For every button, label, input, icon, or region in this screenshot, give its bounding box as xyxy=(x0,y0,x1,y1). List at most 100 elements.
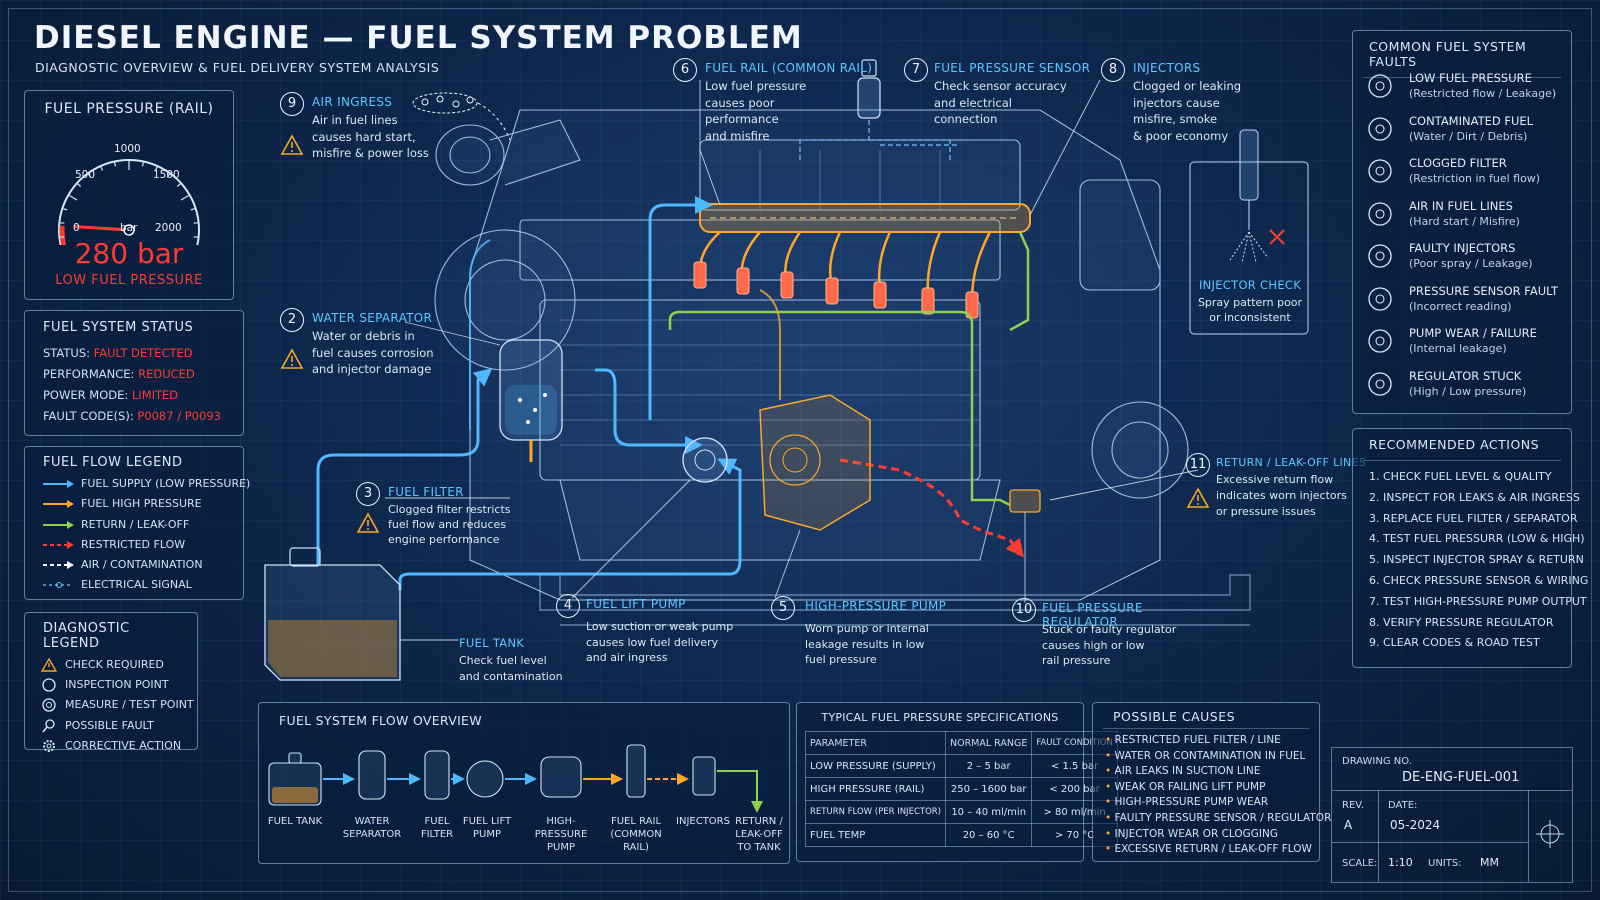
diag-check-required: CHECK REQUIRED xyxy=(25,655,197,675)
specs-table: PARAMETER NORMAL RANGE FAULT CONDITION L… xyxy=(805,731,1118,847)
gauge-needle xyxy=(73,225,131,232)
pump-gear-icon xyxy=(1368,329,1392,353)
gauge-tick xyxy=(59,222,65,224)
diag-measure-point: MEASURE / TEST POINT xyxy=(25,695,197,715)
gauge-tick xyxy=(59,236,65,238)
gauge-tick xyxy=(176,182,182,187)
specs-title: TYPICAL FUEL PRESSURE SPECIFICATIONS xyxy=(821,711,1059,724)
bullet-icon: • xyxy=(1105,780,1115,793)
cause-item: • RESTRICTED FUEL FILTER / LINE xyxy=(1105,734,1281,746)
gauge-tick xyxy=(87,173,92,178)
diag-possible-fault: POSSIBLE FAULT xyxy=(25,716,197,736)
status-row: STATUS: FAULT DETECTED xyxy=(43,346,193,360)
action-item: 7. TEST HIGH-PRESSURE PUMP OUTPUT xyxy=(1369,594,1587,608)
rev-label: REV. xyxy=(1342,800,1364,811)
fault-name: FAULTY INJECTORS xyxy=(1409,241,1516,255)
fault-detail: (High / Low pressure) xyxy=(1409,384,1527,398)
legend-supply: FUEL SUPPLY (LOW PRESSURE) xyxy=(25,474,250,494)
cause-item: • WATER OR CONTAMINATION IN FUEL xyxy=(1105,749,1306,762)
warning-icon xyxy=(41,658,57,672)
fault-codes-value: P0087 / P0093 xyxy=(137,409,221,423)
action-item: 4. TEST FUEL PRESSURR (LOW & HIGH) xyxy=(1369,532,1585,546)
bullet-icon: • xyxy=(1105,734,1115,746)
recommended-actions-panel: RECOMMENDED ACTIONS 1. CHECK FUEL LEVEL … xyxy=(1352,428,1588,668)
gauge-tick xyxy=(154,165,159,171)
high-pressure-line xyxy=(759,289,781,400)
cause-item: • HIGH-PRESSURE PUMP WEAR xyxy=(1105,796,1269,809)
water-separator xyxy=(499,339,563,462)
gauge-tick xyxy=(76,182,82,187)
high-pressure-pump xyxy=(759,394,871,531)
spec-header: PARAMETER xyxy=(805,731,946,755)
callout-number: 9 xyxy=(280,92,304,116)
performance-value: REDUCED xyxy=(138,367,195,381)
fault-name: AIR IN FUEL LINES xyxy=(1409,198,1513,213)
drawing-frame xyxy=(8,8,1592,892)
warning-icon xyxy=(356,512,380,533)
performance-row: PERFORMANCE: REDUCED xyxy=(43,367,195,381)
air-ingress-bubbles xyxy=(412,92,511,141)
action-item: 2. INSPECT FOR LEAKS & AIR INGRESS xyxy=(1369,490,1580,504)
restricted-flow-line xyxy=(839,458,1024,558)
warning-icon xyxy=(1186,487,1210,508)
fault-detail: (Internal leakage) xyxy=(1409,342,1507,355)
drop-gauge-icon xyxy=(1368,74,1392,98)
bullet-icon: • xyxy=(1105,811,1115,824)
injector-icon xyxy=(1368,244,1392,268)
diag-inspection-point: INSPECTION POINT xyxy=(25,675,197,695)
table-row: HIGH PRESSURE (RAIL)250 – 1600 bar< 200 … xyxy=(805,777,1118,801)
common-faults-panel: COMMON FUEL SYSTEM FAULTS LOW FUEL PRESS… xyxy=(1352,30,1572,414)
gauge-tick-label-2000: 2000 xyxy=(155,222,182,234)
fault-name: PRESSURE SENSOR FAULT xyxy=(1409,283,1558,298)
gauge-tick xyxy=(193,222,199,224)
supply-line-separator-filter xyxy=(595,368,703,454)
crosshair-icon xyxy=(1536,820,1564,848)
gauge-tick xyxy=(99,165,104,171)
flow-overview-diagram xyxy=(268,744,763,813)
gauge-tick-label-1500: 1500 xyxy=(153,169,180,181)
warning-icon xyxy=(280,348,304,369)
gauge-panel: FUEL PRESSURE (RAIL) 0 500 1000 1500 200… xyxy=(24,90,234,300)
drawing-no-label: DRAWING NO. xyxy=(1342,756,1412,767)
fuel-lift-pump xyxy=(682,437,728,483)
bullet-icon: • xyxy=(1105,796,1115,809)
fuel-tank xyxy=(264,547,401,681)
fault-detail: (Incorrect reading) xyxy=(1409,299,1512,313)
fuel-rail xyxy=(699,203,1031,233)
gauge-unit: bar xyxy=(120,222,138,234)
possible-causes-panel: POSSIBLE CAUSES • RESTRICTED FUEL FILTER… xyxy=(1092,702,1332,862)
supply-line-tank-liftpump xyxy=(398,458,742,590)
date-value: 05-2024 xyxy=(1390,818,1441,832)
table-row: RETURN FLOW (PER INJECTOR)10 – 40 ml/min… xyxy=(805,800,1118,824)
action-item: 3. REPLACE FUEL FILTER / SEPARATOR xyxy=(1369,511,1578,525)
units-label: UNITS: xyxy=(1428,858,1462,869)
fault-detail: (Water / Dirt / Debris) xyxy=(1409,129,1528,143)
action-item: 8. VERIFY PRESSURE REGULATOR xyxy=(1369,615,1554,629)
return-line-branch xyxy=(1009,231,1030,332)
gauge-value: 280 bar xyxy=(74,237,184,270)
legend-air: AIR / CONTAMINATION xyxy=(25,555,243,575)
fault-detail: (Restricted flow / Leakage) xyxy=(1409,87,1557,100)
cause-item: • FAULTY PRESSURE SENSOR / REGULATOR xyxy=(1105,811,1332,824)
drawing-no-value: DE-ENG-FUEL-001 xyxy=(1402,770,1520,785)
power-mode-row: POWER MODE: LIMITED xyxy=(43,388,179,402)
fault-detail: (Hard start / Misfire) xyxy=(1409,214,1520,228)
date-label: DATE: xyxy=(1388,800,1418,811)
gauge-tick xyxy=(62,207,68,211)
gauge-tick xyxy=(113,161,117,167)
legend-high-pressure: FUEL HIGH PRESSURE xyxy=(25,494,243,514)
rev-value: A xyxy=(1344,818,1353,832)
fuel-flow-legend-panel: FUEL FLOW LEGEND FUEL SUPPLY (LOW PRESSU… xyxy=(24,446,250,600)
diag-corrective-action: CORRECTIVE ACTION xyxy=(25,736,197,756)
contamination-icon xyxy=(1368,116,1392,141)
spec-header: NORMAL RANGE xyxy=(944,731,1033,755)
bullet-icon: • xyxy=(1105,843,1115,856)
causes-title: POSSIBLE CAUSES xyxy=(1103,703,1309,729)
pressure-specs-panel: TYPICAL FUEL PRESSURE SPECIFICATIONS PAR… xyxy=(796,702,1118,862)
legend-return: RETURN / LEAK-OFF xyxy=(25,515,243,535)
gauge-icon xyxy=(42,698,56,713)
